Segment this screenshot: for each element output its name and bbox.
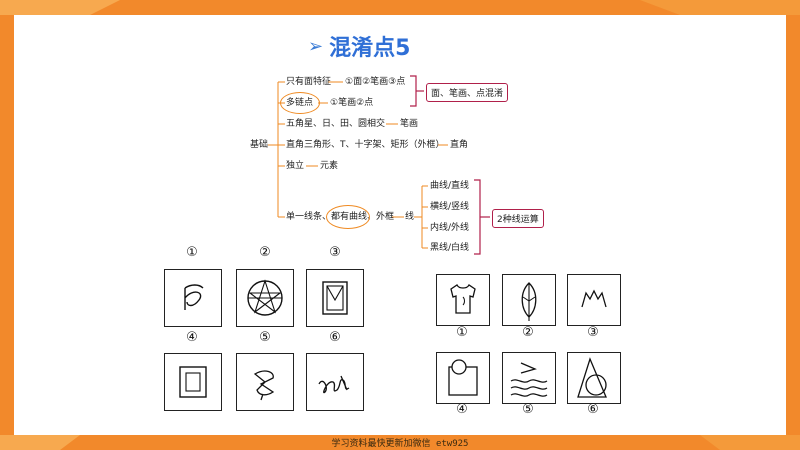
left-panel-4 [164,353,222,411]
highlight-circle-multi-point [280,92,320,114]
branch-star-circle: 五角星、日、田、圆相交 [286,119,386,129]
glyph-arch [581,289,607,308]
glyph-leaf [521,282,537,321]
left-panel-5 [236,353,294,411]
left-panel-label-3: ③ [329,245,341,260]
line-type-black-white: 黑线/白线 [430,243,470,253]
corner-decoration-top [0,0,800,15]
glyph-curve-figure [184,284,204,310]
left-panel-label-1: ① [186,245,198,260]
branch-face-feature-detail: ①面②笔画③点 [345,77,406,87]
branch-star-circle-detail: 笔画 [400,119,419,129]
left-panel-label-2: ② [259,245,271,260]
right-panel-label-4: ④ [456,402,468,417]
left-panel-3 [306,269,364,327]
right-panel-2 [502,274,556,326]
glyph-scribble [318,375,350,394]
right-panel-3 [567,274,621,326]
highlight-circle-curves [326,205,370,229]
glyph-triangle-circle [577,357,607,398]
content-card [14,15,786,435]
left-panel-label-5: ⑤ [259,330,271,345]
right-panel-label-5: ⑤ [522,402,534,417]
left-panel-label-6: ⑥ [329,330,341,345]
glyph-abstract-shape [253,370,275,401]
right-panel-label-6: ⑥ [587,402,599,417]
glyph-waves [510,362,548,397]
glyph-square-circle [448,359,478,396]
branch-face-feature: 只有面特征 [286,77,332,87]
line-type-curve-straight: 曲线/直线 [430,181,470,191]
branch-right-angle-detail: 直角 [450,140,469,150]
bullet-arrow-icon: ➢ [308,35,324,57]
left-panel-label-4: ④ [186,330,198,345]
footer-text: 学习资料最快更新加微信 etw925 [331,439,469,449]
right-panel-1 [436,274,490,326]
right-panel-4 [436,352,490,404]
left-panel-1 [164,269,222,327]
branch-line-part1: 单一线条、 [286,212,332,222]
line-type-inner-outer: 内线/外线 [430,223,470,233]
mindmap-root: 基础 [250,140,269,150]
right-panel-6 [567,352,621,404]
branch-line-detail: 线 [405,212,415,222]
corner-decoration-bottom [0,435,800,450]
glyph-nested-rect-m [322,281,348,315]
glyph-tshirt [450,284,476,314]
tag-line-operations: 2种线运算 [492,209,544,228]
branch-right-angle: 直角三角形、T、十字架、矩形（外框） [286,140,445,150]
glyph-nested-square [179,366,207,398]
title-text: 混淆点5 [329,36,411,61]
branch-multi-point-detail: ①笔画②点 [330,98,374,108]
right-panel-label-2: ② [522,325,534,340]
branch-line-part3: 外框 [376,212,395,222]
left-panel-6 [306,353,364,411]
left-panel-2 [236,269,294,327]
branch-independent-detail: 元素 [320,161,339,171]
tag-confusion: 面、笔画、点混淆 [426,83,509,102]
glyph-star-in-circle [247,279,283,316]
line-type-horizontal-vertical: 横线/竖线 [430,202,470,212]
branch-independent: 独立 [286,161,305,171]
right-panel-label-3: ③ [587,325,599,340]
slide-title: ➢ 混淆点5 [308,30,410,62]
right-panel-5 [502,352,556,404]
right-panel-label-1: ① [456,325,468,340]
